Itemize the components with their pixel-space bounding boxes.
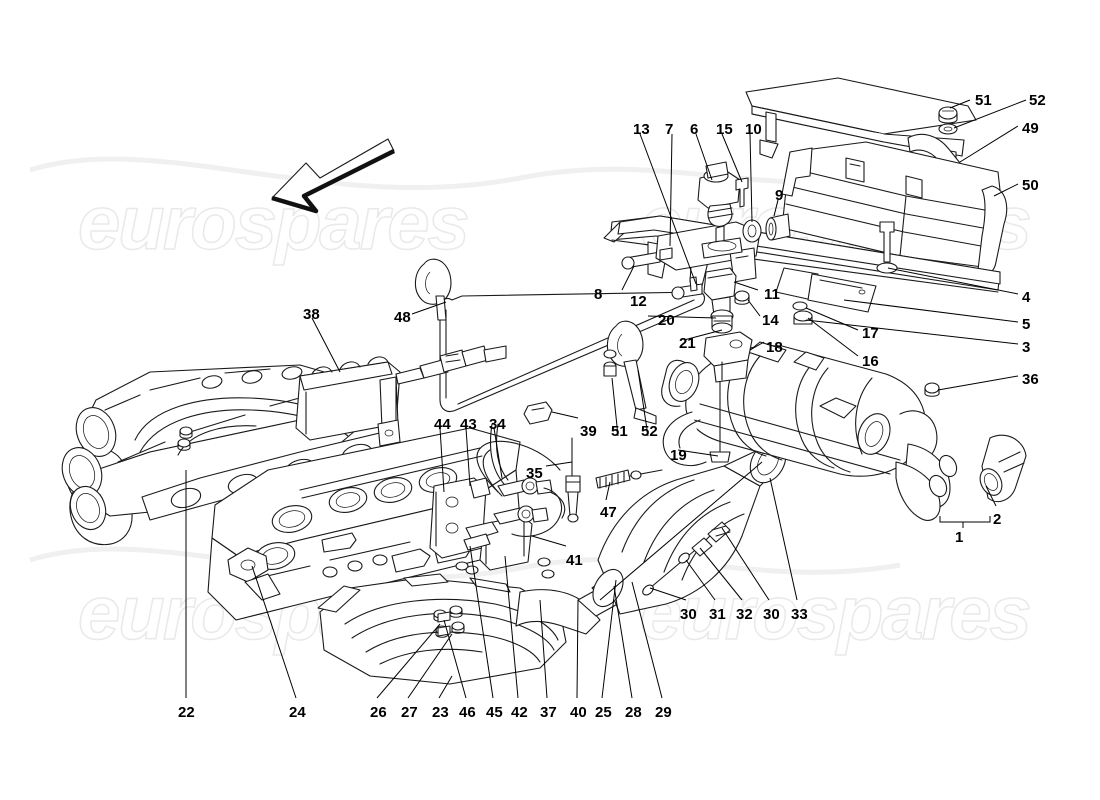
callout-34: 34 (489, 416, 506, 433)
callout-48: 48 (394, 309, 411, 326)
callout-5: 5 (1022, 316, 1031, 333)
bolt (621, 251, 661, 270)
callout-33: 33 (791, 606, 808, 623)
bolt (735, 177, 749, 208)
callout-14: 14 (762, 312, 779, 329)
callout-19: 19 (670, 447, 687, 464)
lower-heat-shield-group (603, 141, 1008, 325)
callout-6: 6 (690, 121, 699, 138)
bolt (876, 221, 898, 274)
callout-39: 39 (580, 423, 597, 440)
callout-30: 30 (680, 606, 697, 623)
fastener-nut (924, 382, 940, 397)
callout-41: 41 (566, 552, 583, 569)
callout-8: 8 (594, 286, 603, 303)
washer-stack (603, 349, 617, 377)
callout-22: 22 (178, 704, 195, 721)
bush (765, 213, 791, 241)
callout-7: 7 (665, 121, 674, 138)
callout-36: 36 (1022, 371, 1039, 388)
air-injection-pipe-group (414, 258, 706, 425)
callout-29: 29 (655, 704, 672, 721)
callout-11: 11 (764, 286, 780, 303)
leader-lines (185, 99, 1027, 699)
callout-37: 37 (540, 704, 557, 721)
callout-51-lower: 51 (611, 423, 628, 440)
callout-43: 43 (460, 416, 477, 433)
callout-20: 20 (658, 312, 675, 329)
callout-35: 35 (526, 465, 543, 482)
callout-21: 21 (679, 335, 696, 352)
callout-47: 47 (600, 504, 617, 521)
fastener-nut (734, 290, 750, 305)
callout-3: 3 (1022, 339, 1031, 356)
sensor-connector (493, 505, 549, 525)
callout-25: 25 (595, 704, 612, 721)
callout-24: 24 (289, 704, 306, 721)
callout-18: 18 (766, 339, 783, 356)
tail-pipe-detached (979, 434, 1027, 503)
stud (437, 611, 451, 637)
flow-direction-arrow-shape (271, 138, 396, 214)
washer-stack (455, 561, 479, 575)
head-bolt-boss (322, 554, 388, 578)
spacer-bush (742, 219, 762, 243)
callout-16: 16 (862, 353, 879, 370)
callout-38: 38 (303, 306, 320, 323)
lambda-probe (565, 437, 581, 523)
callout-13: 13 (633, 121, 650, 138)
washer (938, 123, 958, 135)
support-bracket-group (295, 345, 507, 447)
callout-31: 31 (709, 606, 726, 623)
callout-52-lower: 52 (641, 423, 658, 440)
callout-2: 2 (993, 511, 1002, 528)
silencer-group (661, 341, 958, 521)
callout-50: 50 (1022, 177, 1039, 194)
callout-17: 17 (862, 325, 879, 342)
callout-42: 42 (511, 704, 528, 721)
callout-45: 45 (486, 704, 503, 721)
callout-52: 52 (1029, 92, 1046, 109)
callout-12: 12 (630, 293, 647, 310)
air-valve-assembly (655, 161, 791, 383)
washer-stack (792, 301, 813, 325)
callout-30-second: 30 (763, 606, 780, 623)
fastener-nut (938, 106, 958, 124)
callout-23: 23 (432, 704, 449, 721)
callout-26: 26 (370, 704, 387, 721)
callout-46: 46 (459, 704, 476, 721)
callout-40: 40 (570, 704, 587, 721)
callout-15: 15 (716, 121, 733, 138)
sensor-connector (497, 477, 553, 497)
fastener-nut (177, 438, 191, 451)
callout-49: 49 (1022, 120, 1039, 137)
sensor-lead (595, 469, 663, 489)
callout-4: 4 (1022, 289, 1031, 306)
callout-28: 28 (625, 704, 642, 721)
callout-10: 10 (745, 121, 762, 138)
callout-32: 32 (736, 606, 753, 623)
callout-9: 9 (775, 187, 784, 204)
fastener-nut (179, 426, 193, 439)
callout-44: 44 (434, 416, 451, 433)
callout-51: 51 (975, 92, 992, 109)
callout-27: 27 (401, 704, 418, 721)
washer-stack (537, 557, 555, 579)
callout-1: 1 (955, 529, 964, 546)
catalytic-converter-group (592, 440, 787, 615)
